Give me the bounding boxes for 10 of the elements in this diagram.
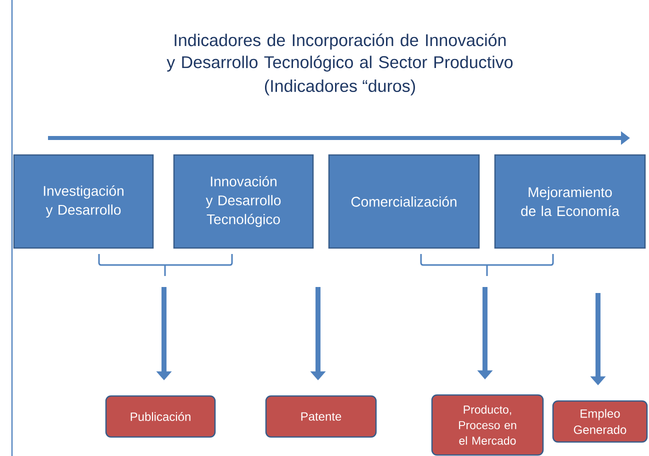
stage-box: Mejoramiento de la Economía xyxy=(494,154,646,249)
indicator-box: Patente xyxy=(265,395,377,438)
subtitle: (Indicadores “duros) xyxy=(265,80,415,96)
indicator-box: Publicación xyxy=(105,395,216,438)
indicator-box: Producto, Proceso en el Mercado xyxy=(431,394,544,456)
stage-box: Innovación y Desarrollo Tecnológico xyxy=(173,154,314,249)
stage-box: Comercialización xyxy=(328,154,480,249)
indicator-box: Empleo Generado xyxy=(552,400,648,443)
title: Indicadores de Incorporación de Innovación y Desarrollo Tecnológico al Sector Productivo xyxy=(166,34,513,72)
stage-box: Investigación y Desarrollo xyxy=(13,154,154,249)
